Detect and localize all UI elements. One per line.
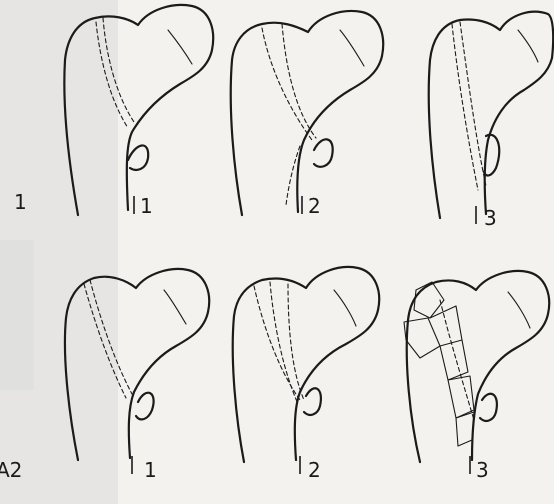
row1-item3-label: 3: [484, 208, 497, 228]
row2-group-label: A2: [0, 460, 22, 480]
row2-item1-label: 1: [144, 460, 157, 480]
row1-item1-label: 1: [140, 196, 153, 216]
row1-group-label: 1: [14, 192, 27, 212]
row2-item3-label: 3: [476, 460, 489, 480]
femur-row1-type2: [231, 11, 383, 215]
row1-item2-label: 2: [308, 196, 321, 216]
row2-item2-label: 2: [308, 460, 321, 480]
femur-row1-type3: [429, 12, 553, 218]
femur-row2-type3: [404, 271, 549, 462]
scan-shading-lower: [0, 240, 34, 390]
femur-row2-type2: [233, 267, 379, 462]
